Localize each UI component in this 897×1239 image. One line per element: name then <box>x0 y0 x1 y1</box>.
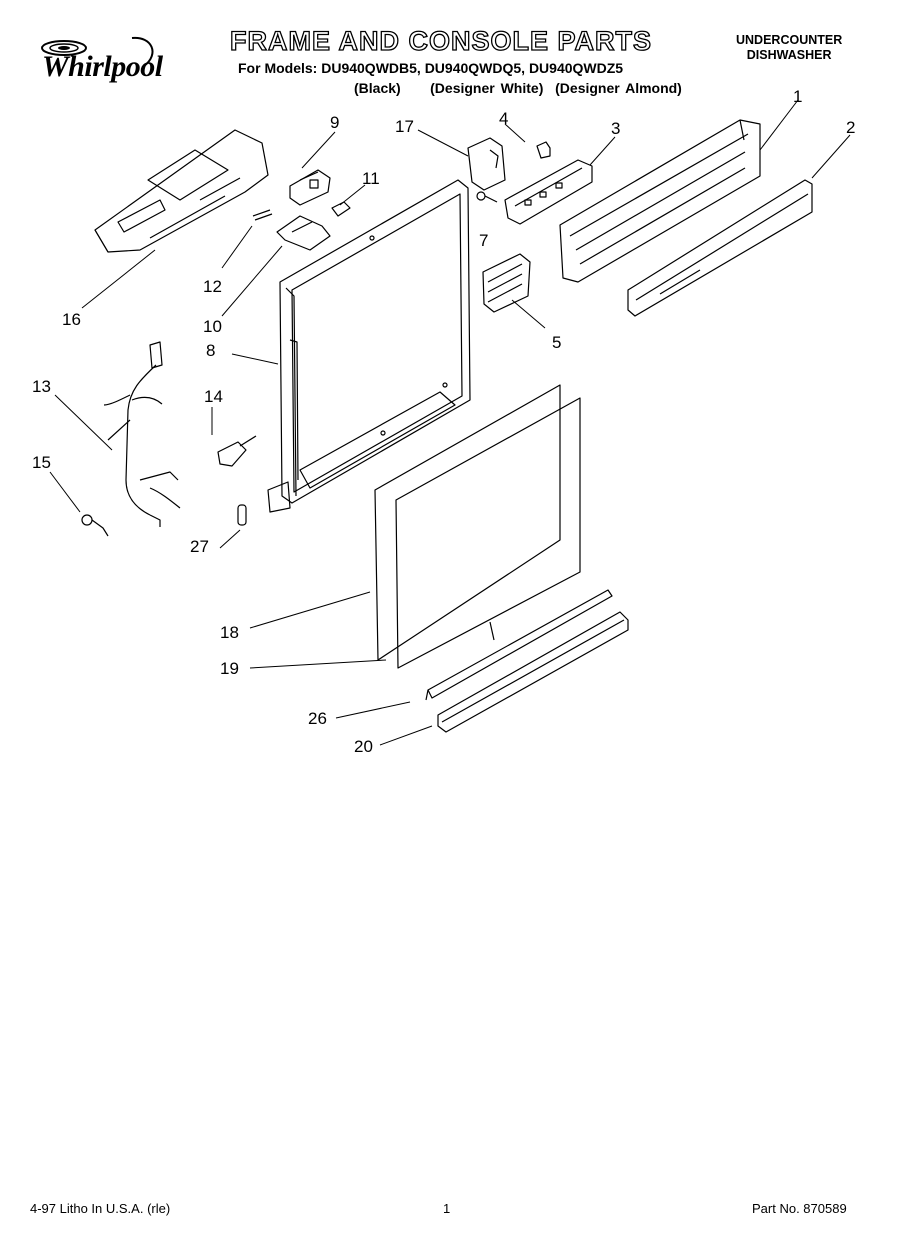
part-15-screw <box>81 514 109 537</box>
callout-19: 19 <box>220 659 239 678</box>
part-16-console-bracket <box>94 129 269 253</box>
callout-labels: 1 2 3 4 5 7 8 9 10 11 12 13 14 15 16 17 … <box>32 87 855 756</box>
part-14-thermal-fuse <box>217 435 257 467</box>
part-10-latch <box>276 215 331 251</box>
footer-print-info: 4-97 Litho In U.S.A. (rle) <box>30 1201 171 1216</box>
callout-12: 12 <box>203 277 222 296</box>
callout-3: 3 <box>611 119 620 138</box>
appliance-type-line2: DISHWASHER <box>746 48 832 62</box>
callout-13: 13 <box>32 377 51 396</box>
callout-17: 17 <box>395 117 414 136</box>
footer-part-number: Part No. 870589 <box>752 1201 847 1216</box>
part-4-clip <box>536 141 551 159</box>
part-7-screw <box>476 191 498 203</box>
callout-8: 8 <box>206 341 215 360</box>
callout-18: 18 <box>220 623 239 642</box>
callout-2: 2 <box>846 118 855 137</box>
part-19-inner-panel <box>395 397 581 669</box>
callout-1: 1 <box>793 87 802 106</box>
variants-line: (Black) (Designer White) (Designer Almon… <box>354 80 682 96</box>
part-27-spacer <box>237 504 247 526</box>
callout-26: 26 <box>308 709 327 728</box>
callout-15: 15 <box>32 453 51 472</box>
callout-14: 14 <box>204 387 223 406</box>
part-2-console-trim <box>627 179 813 317</box>
models-line: For Models: DU940QWDB5, DU940QWDQ5, DU94… <box>238 60 624 76</box>
callout-16: 16 <box>62 310 81 329</box>
callout-20: 20 <box>354 737 373 756</box>
part-3-control-board <box>504 159 593 225</box>
part-5-keypad <box>482 253 531 313</box>
callout-11: 11 <box>362 169 380 188</box>
brand-logo: Whirlpool <box>42 50 163 83</box>
footer-page-number: 1 <box>443 1201 451 1216</box>
part-13-wire-harness <box>103 341 181 527</box>
callout-10: 10 <box>203 317 222 336</box>
whirlpool-swirl-logo <box>41 36 154 67</box>
callout-27: 27 <box>190 537 209 556</box>
part-26-strip <box>425 589 613 701</box>
callout-5: 5 <box>552 333 561 352</box>
callout-9: 9 <box>330 113 339 132</box>
callout-7: 7 <box>479 231 488 250</box>
part-12-pin <box>252 209 273 221</box>
appliance-type-line1: UNDERCOUNTER <box>736 33 843 47</box>
leader-lines <box>49 99 851 746</box>
part-8-door-frame <box>267 179 471 513</box>
part-9-switch <box>289 169 331 206</box>
part-20-kick-plate <box>437 611 629 733</box>
page-title: FRAME AND CONSOLE PARTS <box>229 25 653 56</box>
part-18-outer-panel <box>374 384 561 661</box>
callout-4: 4 <box>499 109 508 128</box>
part-17-bracket <box>467 137 506 191</box>
part-11-connector <box>331 201 351 217</box>
part-1-console-panel <box>559 119 761 283</box>
appliance-type: UNDERCOUNTER DISHWASHER <box>736 33 842 63</box>
